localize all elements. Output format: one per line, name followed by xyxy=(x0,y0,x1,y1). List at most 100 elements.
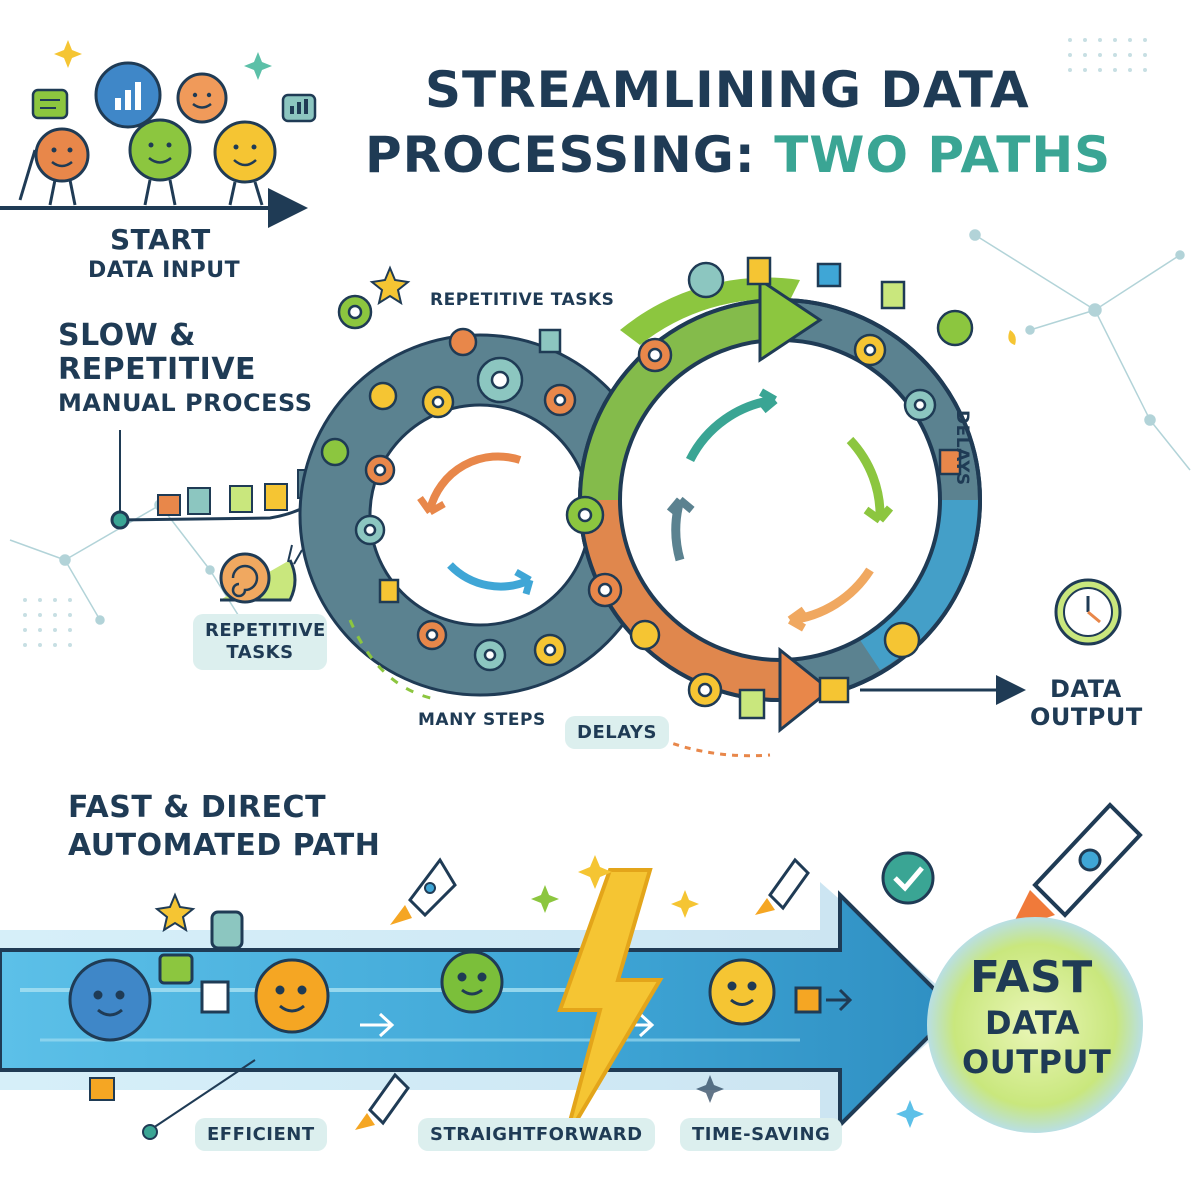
doc-icon xyxy=(200,980,230,1014)
sparkle-icon xyxy=(531,885,559,913)
snail-icon xyxy=(219,544,303,604)
start-label: START xyxy=(110,223,211,256)
badge-line-2: TASKS xyxy=(226,642,294,663)
fast-output-line-3: OUTPUT xyxy=(962,1043,1112,1081)
loop-label-many-steps: MANY STEPS xyxy=(418,710,546,730)
database-icon xyxy=(210,910,244,950)
gear-icon xyxy=(337,294,373,330)
character-yellow-icon xyxy=(213,120,277,206)
data-output-line-1: DATA xyxy=(1050,675,1122,703)
gear-icon xyxy=(533,633,567,667)
dot-grid-top-right xyxy=(1068,38,1147,72)
doc-icon xyxy=(816,262,842,288)
slow-label-1: SLOW & xyxy=(58,318,196,353)
repetitive-tasks-badge: REPETITIVE TASKS xyxy=(193,614,327,670)
fast-output-line-1: FAST xyxy=(970,952,1093,1003)
gear-icon xyxy=(565,495,605,535)
gear-icon xyxy=(543,383,577,417)
chat-bubble-icon xyxy=(158,953,194,985)
rocket-icon xyxy=(755,857,810,915)
fast-label-1: FAST & DIRECT xyxy=(68,790,327,825)
character-icon xyxy=(320,437,350,467)
manual-loop-right xyxy=(578,277,982,734)
fast-output-circle xyxy=(927,917,1143,1133)
data-output-line-2: OUTPUT xyxy=(1030,703,1143,731)
gear-icon xyxy=(364,454,396,486)
chart-bubble-icon xyxy=(94,61,162,129)
character-icon xyxy=(368,381,398,411)
character-icon xyxy=(883,621,921,659)
doc-icon xyxy=(157,494,181,516)
benefit-time-saving: TIME-SAVING xyxy=(680,1118,843,1151)
character-green-icon xyxy=(128,118,192,206)
chat-bubble-right-icon xyxy=(281,93,317,123)
title-line-2: PROCESSING: TWO PATHS xyxy=(365,125,1111,185)
star-icon xyxy=(154,892,196,933)
title-line-1: STREAMLINING DATA xyxy=(425,61,1030,119)
rocket-large-icon xyxy=(1010,802,1143,930)
lightning-icon xyxy=(557,868,664,1142)
gear-icon xyxy=(476,356,524,404)
dot-grid-left xyxy=(23,598,72,647)
delays-badge: DELAYS xyxy=(565,716,669,749)
loop-label-delays-side: DELAYS xyxy=(952,410,972,486)
fast-characters xyxy=(68,910,853,1042)
sparkle-icon xyxy=(696,1075,724,1103)
character-orange-icon xyxy=(254,958,330,1034)
sparkle-icon xyxy=(54,40,82,68)
doc-icon xyxy=(89,1077,115,1101)
title-processing: PROCESSING: xyxy=(365,126,756,184)
doc-icon xyxy=(794,986,822,1014)
character-orange-small-icon xyxy=(176,72,228,124)
fast-label-2: AUTOMATED PATH xyxy=(68,828,381,863)
gear-icon xyxy=(687,672,723,708)
check-icon xyxy=(881,851,935,905)
doc-icon xyxy=(378,578,400,604)
doc-icon xyxy=(538,328,562,354)
title-two-paths: TWO PATHS xyxy=(774,126,1112,184)
slow-label-3: MANUAL PROCESS xyxy=(58,389,313,417)
character-icon xyxy=(448,327,478,357)
fast-output-line-2: DATA xyxy=(985,1004,1080,1042)
ring-characters xyxy=(320,256,974,720)
gear-icon xyxy=(637,337,673,373)
start-group xyxy=(0,40,317,228)
doc-icon xyxy=(187,487,211,515)
character-orange-icon xyxy=(34,127,90,206)
rocket-icon xyxy=(390,857,457,925)
node-icon xyxy=(142,1124,158,1140)
character-green-icon xyxy=(440,950,504,1014)
gear-icon xyxy=(354,514,386,546)
start-node-icon xyxy=(110,510,130,530)
loop-label-repetitive: REPETITIVE TASKS xyxy=(430,290,615,310)
doc-icon xyxy=(880,280,906,310)
sparkle-icon xyxy=(896,1100,924,1128)
gear-icon xyxy=(416,619,448,651)
gear-icon xyxy=(903,388,937,422)
data-input-label: DATA INPUT xyxy=(88,258,241,283)
gear-icon xyxy=(853,333,887,367)
sparkle-icon xyxy=(671,890,699,918)
star-icon xyxy=(369,265,411,306)
gear-icon xyxy=(473,638,507,672)
drop-icon xyxy=(1008,330,1016,345)
sparkle-icon xyxy=(578,855,612,889)
slow-label-2: REPETITIVE xyxy=(58,352,257,387)
doc-icon xyxy=(264,483,288,511)
character-icon xyxy=(687,261,725,299)
doc-icon xyxy=(818,676,850,704)
gear-icon xyxy=(587,572,623,608)
gear-icon xyxy=(421,385,455,419)
character-icon xyxy=(629,619,661,651)
gears-decoration xyxy=(337,294,937,708)
character-icon xyxy=(936,309,974,347)
benefit-straightforward: STRAIGHTFORWARD xyxy=(418,1118,655,1151)
benefit-efficient: EFFICIENT xyxy=(195,1118,327,1151)
rocket-icon xyxy=(355,1072,410,1130)
character-blue-icon xyxy=(68,958,152,1042)
chat-bubble-icon xyxy=(31,88,69,120)
sparkle-icon xyxy=(244,52,272,80)
character-yellow-icon xyxy=(708,958,776,1026)
